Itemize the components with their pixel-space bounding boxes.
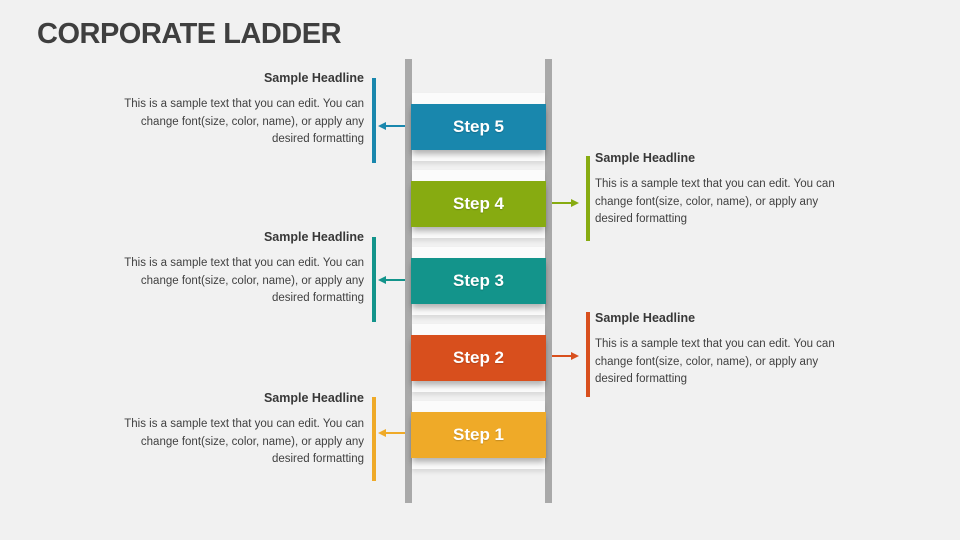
ladder-rail-left xyxy=(405,59,412,503)
callout-step4: Sample Headline This is a sample text th… xyxy=(595,151,851,229)
callout-headline: Sample Headline xyxy=(263,230,364,244)
callout-body: This is a sample text that you can edit.… xyxy=(124,98,364,145)
slide-title: CORPORATE LADDER xyxy=(37,18,342,50)
step-label: Step 4 xyxy=(452,194,505,213)
callout-step2: Sample Headline This is a sample text th… xyxy=(595,311,851,389)
callout-headline: Sample Headline xyxy=(263,71,364,85)
callout-body: This is a sample text that you can edit.… xyxy=(595,178,835,225)
right-arrow-icon xyxy=(552,199,579,207)
callout-headline: Sample Headline xyxy=(595,151,696,165)
callout-accent-line-step4 xyxy=(586,156,590,241)
left-arrow-icon xyxy=(378,276,405,284)
step-bar-2: Step 2 xyxy=(411,335,546,381)
left-arrow-icon xyxy=(378,122,405,130)
callout-accent-line-step3 xyxy=(372,237,376,322)
right-arrow-icon xyxy=(552,352,579,360)
step-label: Step 1 xyxy=(452,425,505,444)
callout-body: This is a sample text that you can edit.… xyxy=(124,418,364,465)
step-label: Step 5 xyxy=(452,117,505,136)
step-label: Step 2 xyxy=(452,348,505,367)
callout-accent-line-step5 xyxy=(372,78,376,163)
ladder-rail-right xyxy=(545,59,552,503)
callout-headline: Sample Headline xyxy=(263,391,364,405)
callout-headline: Sample Headline xyxy=(595,311,696,325)
step-bar-3: Step 3 xyxy=(411,258,546,304)
left-arrow-icon xyxy=(378,429,405,437)
callout-step1: Sample Headline This is a sample text th… xyxy=(110,391,364,469)
step-bar-5: Step 5 xyxy=(411,104,546,150)
callout-step5: Sample Headline This is a sample text th… xyxy=(110,71,364,149)
callout-body: This is a sample text that you can edit.… xyxy=(124,257,364,304)
callout-body: This is a sample text that you can edit.… xyxy=(595,338,835,385)
callout-step3: Sample Headline This is a sample text th… xyxy=(110,230,364,308)
step-bar-1: Step 1 xyxy=(411,412,546,458)
callout-accent-line-step1 xyxy=(372,397,376,481)
step-bar-4: Step 4 xyxy=(411,181,546,227)
step-label: Step 3 xyxy=(452,271,505,290)
callout-accent-line-step2 xyxy=(586,312,590,397)
